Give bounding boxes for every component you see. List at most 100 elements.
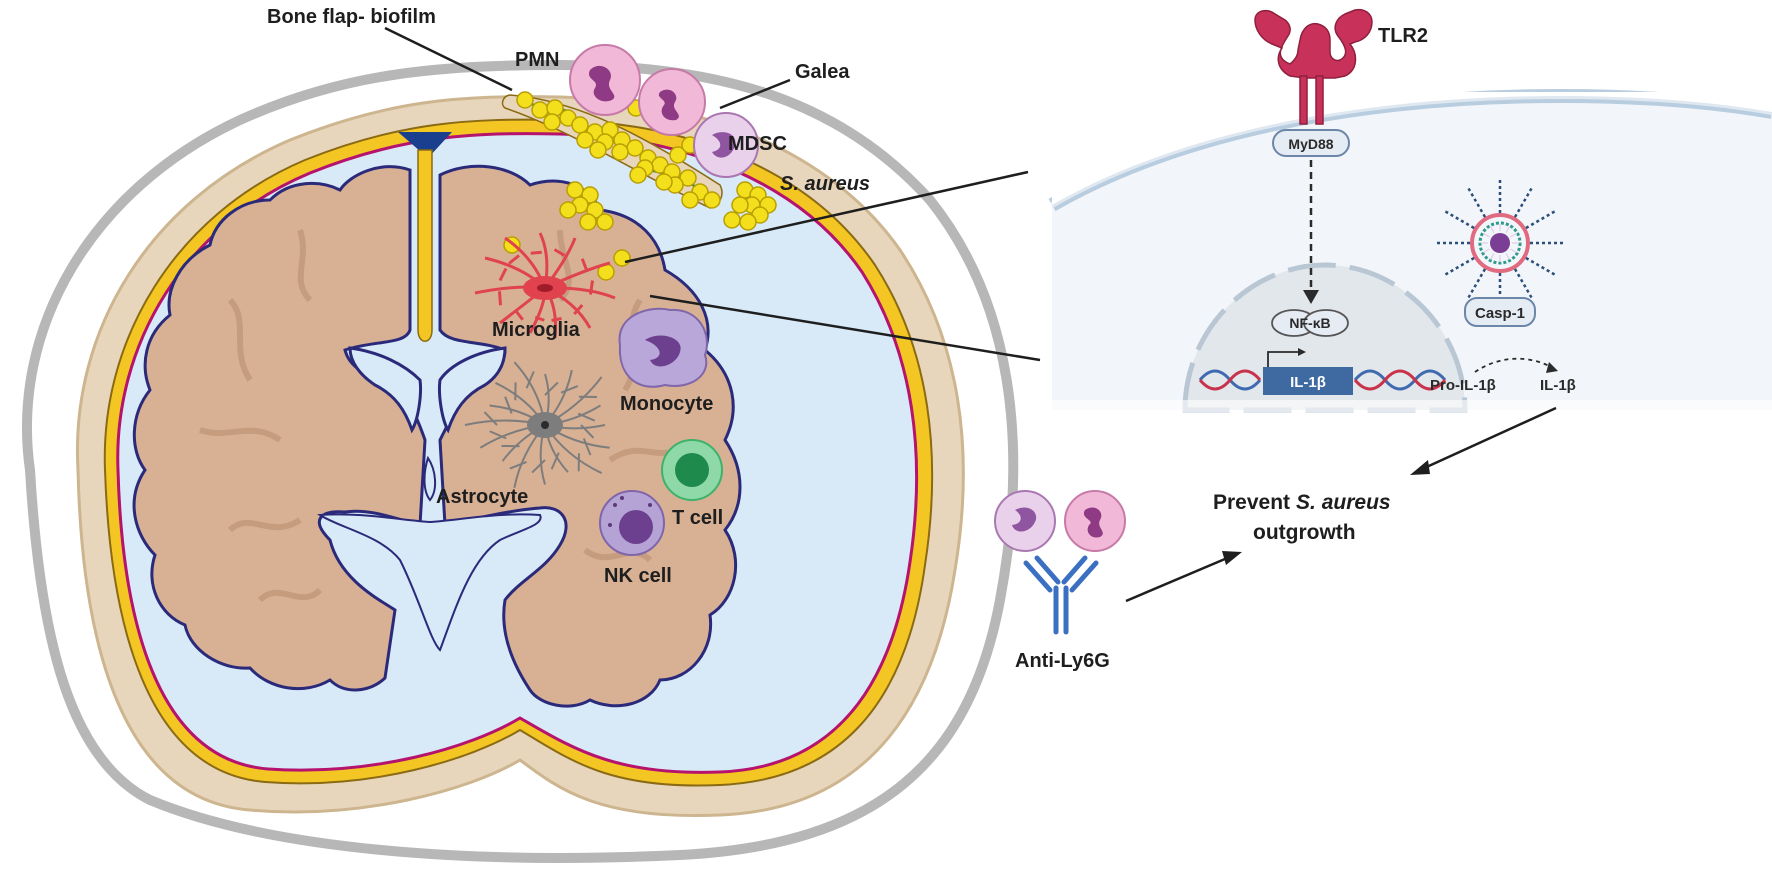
bacterium <box>731 196 749 214</box>
astrocyte-branch <box>509 461 528 470</box>
basal-cistern <box>316 513 542 652</box>
nk-cell <box>599 490 665 556</box>
label-galea: Galea <box>795 61 850 83</box>
label-microglia: Microglia <box>492 319 581 341</box>
astrocyte-branch <box>483 411 498 426</box>
inflammasome <box>1435 178 1565 308</box>
sagittal-sinus <box>398 132 452 158</box>
bacterium <box>723 211 741 229</box>
mdsc-cell <box>693 112 759 178</box>
label-pmn: PMN <box>515 49 559 71</box>
label-monocyte: Monocyte <box>620 393 713 415</box>
astrocyte-branch <box>577 412 596 422</box>
bacterium <box>655 173 673 191</box>
inflammasome-core-spoke <box>1489 253 1495 260</box>
galea-leader <box>719 78 791 110</box>
falx <box>417 149 433 342</box>
zoom-line-bottom <box>649 294 1041 362</box>
bacterium <box>703 191 721 209</box>
bacterium <box>596 213 614 231</box>
astrocyte-branch <box>489 430 507 440</box>
microglia-branch <box>551 317 562 322</box>
lateral-ventricles <box>348 346 507 434</box>
nfkb-complex <box>1271 309 1349 337</box>
inflammasome-core-spoke <box>1483 248 1490 254</box>
label-outgrowth: outgrowth <box>1253 521 1356 544</box>
zoom-line-top <box>624 170 1029 264</box>
inflammasome-core-spoke <box>1510 232 1517 238</box>
bacterium <box>589 141 607 159</box>
astrocyte-branch <box>544 381 559 396</box>
bacterium <box>571 116 589 134</box>
astrocyte-branch <box>560 385 579 394</box>
left-gyri <box>199 229 323 603</box>
third-ventricle <box>423 455 436 502</box>
myd88-box <box>1272 129 1350 157</box>
microglia-branch <box>573 304 584 315</box>
cell-inset <box>1048 88 1772 413</box>
promoter-arrowhead <box>1298 348 1306 356</box>
processing-arrowhead <box>1546 362 1558 373</box>
antibody-to-outcome-arrow <box>1125 554 1233 603</box>
label-s-aureus: S. aureus <box>780 173 870 195</box>
label-casp1: Casp-1 <box>1475 305 1525 322</box>
antibody-group <box>994 490 1126 635</box>
inflammasome-core-spoke <box>1489 226 1495 233</box>
bacterium <box>531 101 549 119</box>
microglia-branch <box>508 254 520 265</box>
bacterium <box>739 213 757 231</box>
bone-flap-biofilm <box>501 87 777 281</box>
brain-cross-section <box>22 59 1019 863</box>
astrocyte-branch <box>582 438 592 456</box>
microglia-branch <box>498 291 502 306</box>
t-cell <box>661 439 723 501</box>
microglia-branch <box>553 248 566 257</box>
monocyte-cell <box>618 307 708 388</box>
inflammasome-core-spoke <box>1510 248 1517 254</box>
microglia-branch <box>498 267 508 282</box>
il1b-arrowhead <box>1410 460 1430 475</box>
label-myd88: MyD88 <box>1288 136 1333 152</box>
label-pro-il1b: Pro-IL-1β <box>1430 377 1496 394</box>
inflammasome-core-spoke <box>1483 232 1490 238</box>
inflammasome-core-spoke <box>1505 253 1511 260</box>
bacterium <box>579 213 597 231</box>
dna-strand <box>1198 369 1447 391</box>
label-anti-ly6g: Anti-Ly6G <box>1015 650 1110 672</box>
bacterium <box>629 166 647 184</box>
label-bone-flap: Bone flap- biofilm <box>267 6 436 28</box>
antibody-arrowhead <box>1222 551 1242 565</box>
tlr2-receptor <box>1254 8 1373 125</box>
pmn-cell <box>569 44 706 136</box>
bacterium <box>613 249 631 267</box>
bacterium <box>681 191 699 209</box>
bacterium <box>516 91 534 109</box>
astrocyte-branch <box>550 452 560 470</box>
microglia-branch <box>534 315 545 322</box>
astrocyte-branch <box>580 424 595 439</box>
bacterium <box>543 113 561 131</box>
astrocyte-branch <box>525 371 535 389</box>
astrocyte-cell <box>464 361 610 489</box>
myd88-arrowhead <box>1303 290 1319 304</box>
bacterium <box>559 201 577 219</box>
bacterium <box>611 143 629 161</box>
label-astrocyte: Astrocyte <box>436 486 528 508</box>
bacterium <box>576 131 594 149</box>
left-hemisphere <box>132 165 427 692</box>
label-il1b-gene: IL-1β <box>1290 374 1326 391</box>
bacterium <box>566 181 584 199</box>
label-mdsc: MDSC <box>728 133 787 155</box>
il1b-gene-box <box>1263 367 1353 395</box>
label-nfkb: NF-κB <box>1289 315 1330 331</box>
bacterium <box>669 146 687 164</box>
il1b-to-outcome-arrow <box>1419 406 1557 472</box>
inflammasome-core-spoke <box>1505 226 1511 233</box>
anti-ly6g-antibody <box>1023 555 1099 635</box>
casp1-box <box>1464 297 1536 327</box>
microglia-branch <box>580 258 589 273</box>
processing-arrow <box>1474 357 1554 373</box>
microglia-cell <box>474 232 616 339</box>
